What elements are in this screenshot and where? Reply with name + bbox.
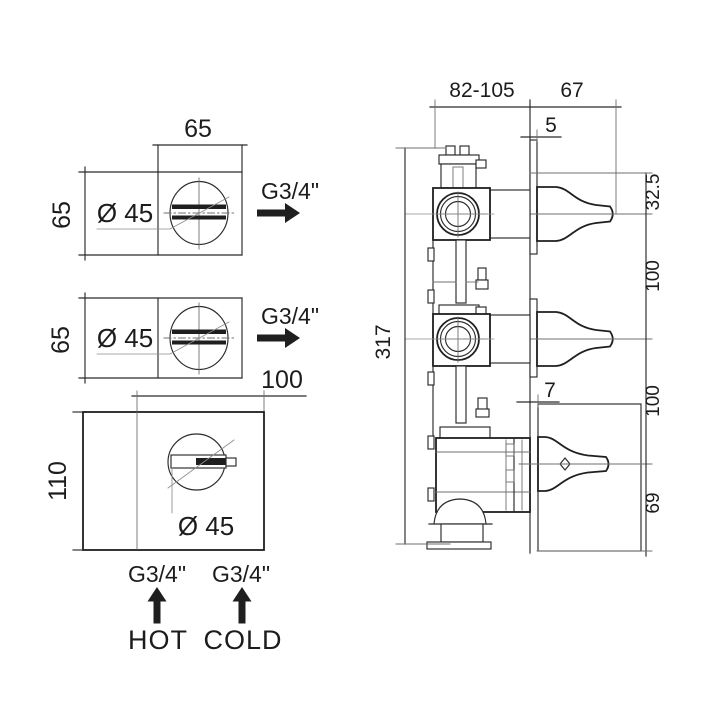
dim-diverter-height: 110: [44, 461, 72, 501]
bottom-outlet: [440, 523, 484, 543]
dim-bottom-offset: 69: [643, 492, 664, 513]
body-top-valve: [432, 145, 531, 241]
dim-middle-valve-knob-diameter: Ø 45: [97, 323, 153, 353]
bottom-flange: [426, 541, 492, 550]
dim-top-valve-knob-diameter: Ø 45: [97, 198, 153, 228]
top-valve-plate: [529, 139, 538, 255]
front-view-top-valve: 65 65 Ø 45 G3/4": [48, 115, 319, 261]
knob-grip-bar: [172, 204, 226, 209]
knob-grip-bar: [172, 329, 226, 334]
inlet-labels: G3/4" G3/4" HOT COLD: [128, 561, 282, 655]
mounting-tab: [427, 487, 435, 502]
top-valve-sleeve: [489, 189, 531, 239]
connecting-pipe: [455, 365, 467, 424]
diverter-plate-outline: [82, 411, 265, 551]
label-cold-inlet-thread: G3/4": [212, 561, 270, 587]
dim-middle-valve-height: 65: [47, 326, 75, 354]
mounting-tab: [427, 435, 435, 450]
dim-top-offset: 32.5: [643, 174, 664, 211]
hot-inlet-arrow-head: [147, 587, 167, 602]
diameter-leader-line: [96, 321, 230, 355]
label-middle-valve-outlet-thread: G3/4": [261, 303, 319, 329]
knob-grip-bar: [172, 340, 226, 345]
diverter-knob-grip: [196, 458, 226, 465]
cold-inlet-arrow-head: [232, 587, 252, 602]
dim-total-height: 317: [372, 324, 395, 359]
label-hot: HOT: [128, 625, 188, 655]
dim-diverter-knob-diameter: Ø 45: [178, 511, 234, 541]
side-dimensions: 82-105 67 5 7 317 32.5 100 100 69: [372, 79, 664, 557]
front-view-diverter: 110 Ø 45: [44, 411, 265, 551]
connecting-pipe: [455, 239, 467, 304]
dim-handle-projection: 67: [560, 79, 583, 102]
mounting-tab: [427, 371, 435, 386]
mounting-tab: [427, 289, 435, 304]
dim-top-valve-width: 65: [184, 115, 212, 143]
outlet-arrow: [257, 209, 285, 217]
middle-valve-block: [432, 313, 491, 367]
middle-valve-sleeve: [489, 314, 531, 364]
dim-installation-depth: 82-105: [449, 79, 514, 102]
hot-inlet-arrow: [153, 601, 161, 624]
body-mid-section: [427, 239, 489, 315]
mounting-tab: [427, 247, 435, 262]
diverter-knob-tip: [225, 457, 237, 467]
label-hot-inlet-thread: G3/4": [128, 561, 186, 587]
outlet-arrow: [257, 334, 285, 342]
dim-top-valve-height: 65: [48, 201, 76, 229]
side-view: 82-105 67 5 7 317 32.5 100 100 69: [372, 79, 664, 557]
dim-diverter-plate-width: 100: [261, 366, 303, 394]
dim-lower-spacing: 100: [643, 385, 664, 417]
outlet-arrow-head: [285, 203, 300, 223]
body-middle-valve: [432, 304, 531, 367]
outlet-dome: [433, 498, 487, 525]
dim-upper-spacing: 100: [643, 260, 664, 292]
body-diverter: [426, 426, 531, 550]
dim-diverter-plate-gap: 7: [544, 379, 556, 402]
dim-plate-thickness: 5: [545, 114, 557, 137]
diameter-leader-line: [96, 196, 230, 230]
cold-inlet-arrow: [238, 601, 246, 624]
middle-valve-plate: [529, 298, 538, 378]
label-cold: COLD: [203, 625, 282, 655]
outlet-arrow-head: [285, 328, 300, 348]
label-top-valve-outlet-thread: G3/4": [261, 178, 319, 204]
knob-grip-bar: [172, 215, 226, 220]
body-lower-section: [427, 365, 490, 439]
